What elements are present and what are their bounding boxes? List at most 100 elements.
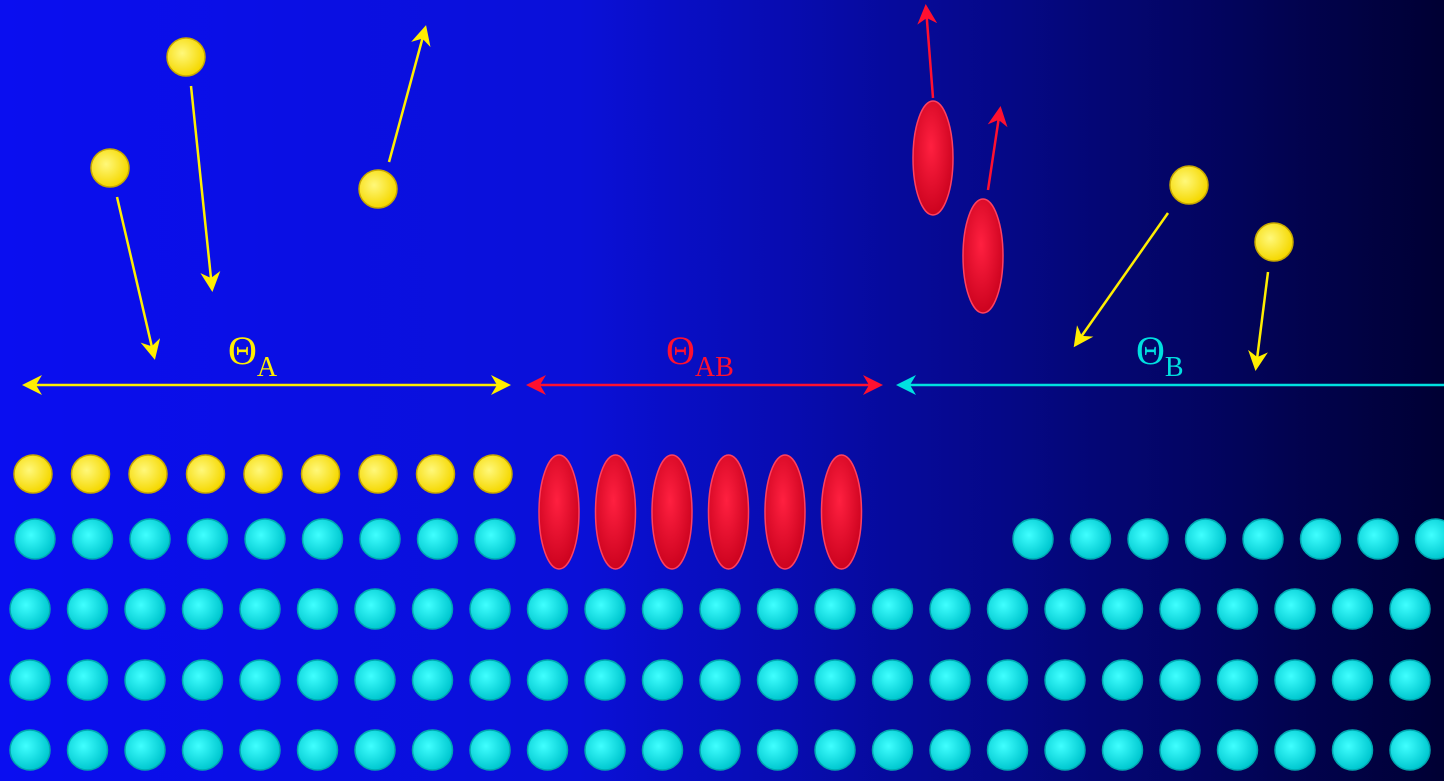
adsorbed-atom-a [417, 455, 455, 493]
substrate-atom [1045, 589, 1085, 629]
substrate-atom [815, 589, 855, 629]
substrate-atom [240, 660, 280, 700]
adsorbed-ab-molecule [765, 455, 805, 569]
substrate-atom [873, 589, 913, 629]
substrate-atom [930, 660, 970, 700]
substrate-atom [470, 660, 510, 700]
adsorbed-atom-a [474, 455, 512, 493]
substrate-atom [1218, 589, 1258, 629]
theta-subscript: AB [695, 352, 734, 383]
substrate-atom [298, 589, 338, 629]
substrate-atom [1103, 730, 1143, 770]
gas-atom-a [1255, 223, 1293, 261]
surface-atom [130, 519, 170, 559]
substrate-atom [470, 589, 510, 629]
substrate-atom [183, 589, 223, 629]
substrate-atom [355, 660, 395, 700]
gas-atom-a [167, 38, 205, 76]
gas-atom-a [359, 170, 397, 208]
substrate-atom [643, 589, 683, 629]
substrate-atom [1275, 660, 1315, 700]
substrate-atom [643, 730, 683, 770]
surface-atom-b [1301, 519, 1341, 559]
surface-atom [360, 519, 400, 559]
substrate-atom [758, 660, 798, 700]
adsorbed-ab-molecule [822, 455, 862, 569]
surface-atom [475, 519, 515, 559]
adsorbed-atom-a [72, 455, 110, 493]
substrate-atom [1390, 730, 1430, 770]
gas-atom-a [1170, 166, 1208, 204]
substrate-atom [1045, 730, 1085, 770]
substrate-atom [355, 589, 395, 629]
substrate-atom [413, 589, 453, 629]
substrate-atom [355, 730, 395, 770]
substrate-atom [643, 660, 683, 700]
substrate-atom [873, 730, 913, 770]
substrate-atom [68, 730, 108, 770]
substrate-atom [413, 730, 453, 770]
substrate-atom [125, 660, 165, 700]
substrate-atom [125, 730, 165, 770]
substrate-atom [1218, 660, 1258, 700]
gas-atom-a [91, 149, 129, 187]
substrate-atom [528, 660, 568, 700]
substrate-atom [1103, 589, 1143, 629]
substrate-atom [930, 589, 970, 629]
substrate-atom [930, 730, 970, 770]
substrate-atom [528, 589, 568, 629]
theta-subscript: A [257, 352, 278, 383]
surface-atom [73, 519, 113, 559]
substrate-atom [10, 730, 50, 770]
substrate-atom [585, 730, 625, 770]
substrate-atom [988, 589, 1028, 629]
adsorbed-atom-a [14, 455, 52, 493]
substrate-atom [1160, 660, 1200, 700]
substrate-atom [183, 730, 223, 770]
surface-atom [418, 519, 458, 559]
substrate-atom [815, 730, 855, 770]
surface-atom-b [1243, 519, 1283, 559]
substrate-atom [585, 589, 625, 629]
surface-atom-b [1128, 519, 1168, 559]
substrate-atom [758, 730, 798, 770]
adsorbed-ab-molecule [709, 455, 749, 569]
surface-atom-b [1013, 519, 1053, 559]
surface-atom [188, 519, 228, 559]
substrate-atom [1333, 589, 1373, 629]
substrate-atom [815, 660, 855, 700]
theta-symbol: Θ [228, 328, 257, 373]
substrate-atom [700, 660, 740, 700]
substrate-atom [758, 589, 798, 629]
substrate-atom [700, 589, 740, 629]
substrate-atom [988, 660, 1028, 700]
adsorbed-atom-a [359, 455, 397, 493]
substrate-atom [298, 730, 338, 770]
adsorbed-ab-molecule [652, 455, 692, 569]
substrate-atom [1390, 660, 1430, 700]
substrate-atom [1275, 730, 1315, 770]
substrate-atom [183, 660, 223, 700]
theta-subscript: B [1165, 352, 1184, 383]
surface-atom [245, 519, 285, 559]
substrate-atom [528, 730, 568, 770]
theta-symbol: Θ [1136, 328, 1165, 373]
theta-symbol: Θ [666, 328, 695, 373]
substrate-atom [240, 730, 280, 770]
adsorbed-ab-molecule [596, 455, 636, 569]
surface-atom [15, 519, 55, 559]
substrate-atom [1333, 730, 1373, 770]
adsorbed-ab-molecule [539, 455, 579, 569]
adsorbed-a-layer [14, 455, 512, 493]
substrate-atom [413, 660, 453, 700]
substrate-atom [125, 589, 165, 629]
substrate-atom [68, 660, 108, 700]
substrate-atom [1390, 589, 1430, 629]
surface-atom [303, 519, 343, 559]
adsorbed-atom-a [129, 455, 167, 493]
substrate-atom [298, 660, 338, 700]
substrate-atom [1160, 589, 1200, 629]
substrate-atom [1275, 589, 1315, 629]
